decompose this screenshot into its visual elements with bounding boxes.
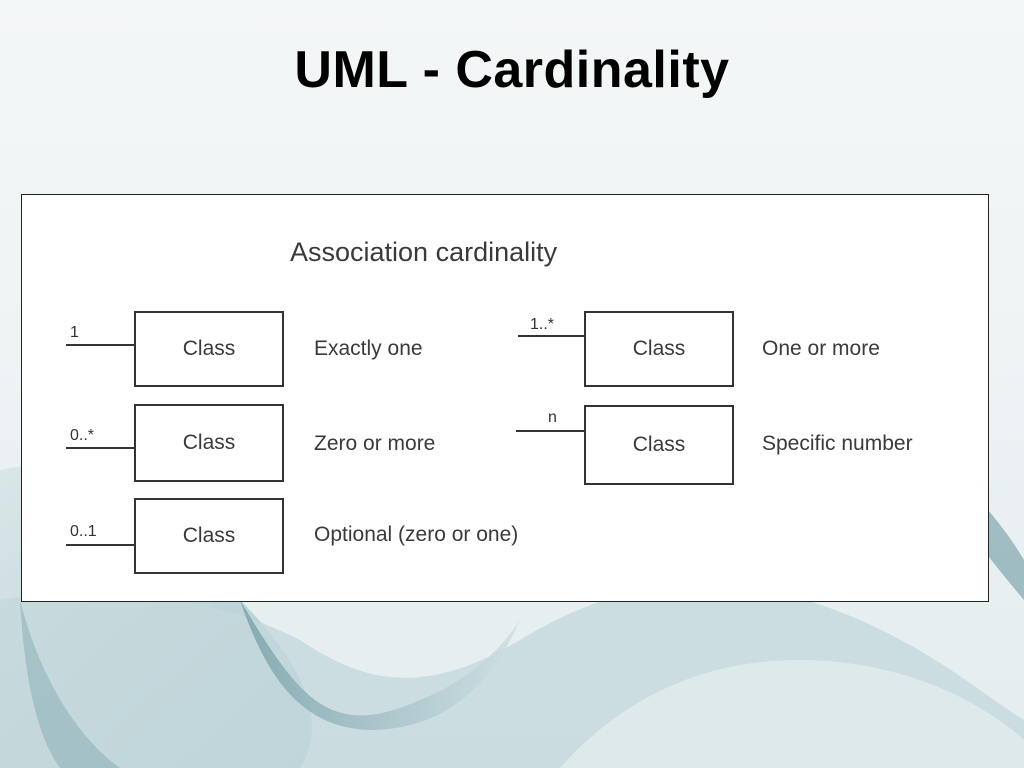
- class-box: Class: [584, 405, 734, 485]
- class-box: Class: [134, 498, 284, 574]
- multiplicity-label-one-or-more: 1..*: [530, 316, 555, 333]
- slide-title: UML - Cardinality: [294, 41, 730, 99]
- description-specific-number: Specific number: [762, 432, 913, 455]
- diagram-heading: Association cardinality: [290, 237, 558, 267]
- cardinality-diagram: Association cardinality 1 Class Exactly …: [21, 194, 989, 602]
- multiplicity-label-specific-number: n: [548, 409, 557, 426]
- association-line: [516, 430, 584, 432]
- class-box: Class: [134, 404, 284, 482]
- description-zero-or-more: Zero or more: [314, 432, 436, 455]
- class-box: Class: [134, 311, 284, 387]
- association-line: [66, 447, 134, 449]
- association-line: [518, 335, 584, 337]
- class-box: Class: [584, 311, 734, 387]
- description-exactly-one: Exactly one: [314, 337, 423, 360]
- description-one-or-more: One or more: [762, 337, 880, 360]
- multiplicity-label-exactly-one: 1: [70, 324, 79, 341]
- multiplicity-label-optional: 0..1: [70, 523, 97, 540]
- association-line: [66, 344, 134, 346]
- description-optional: Optional (zero or one): [314, 523, 519, 546]
- association-line: [66, 544, 134, 546]
- multiplicity-label-zero-or-more: 0..*: [70, 427, 95, 444]
